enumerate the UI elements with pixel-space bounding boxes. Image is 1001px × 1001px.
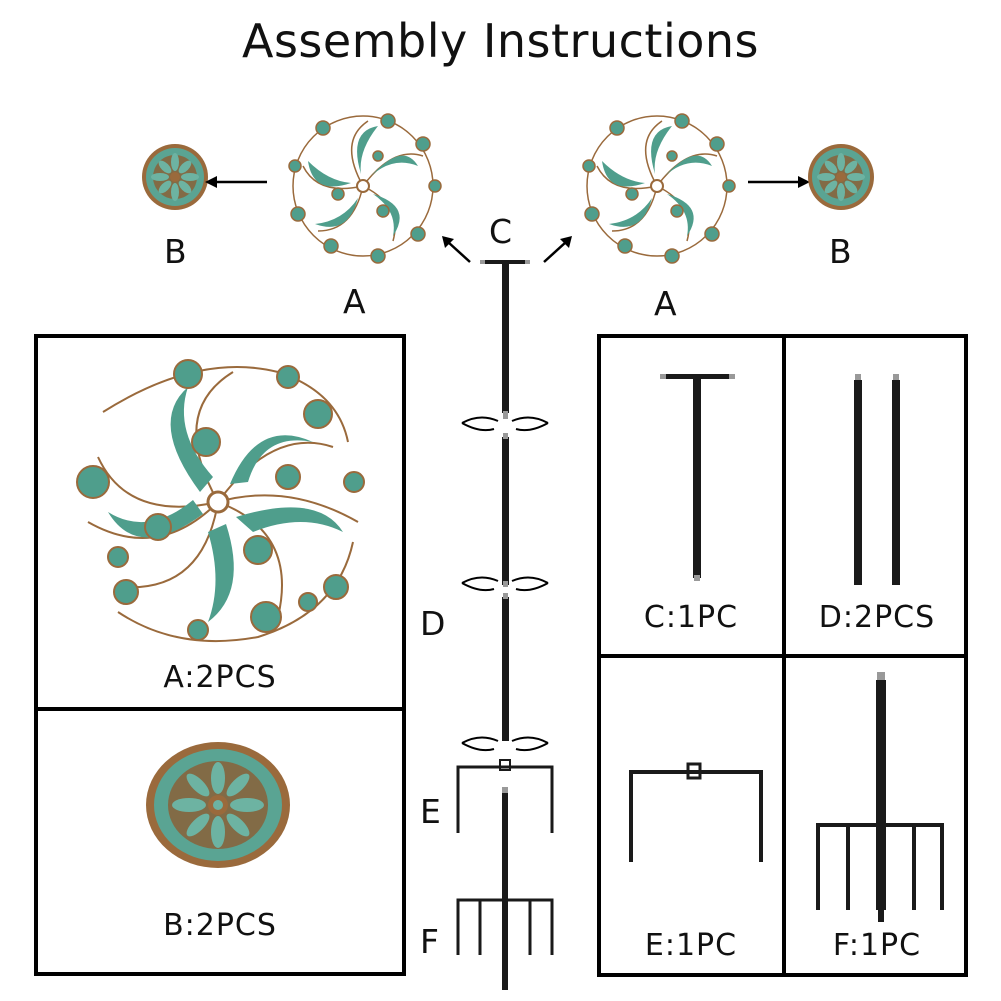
assembly-pole — [456, 260, 554, 990]
part-c-image — [660, 374, 735, 581]
pinwheel-icon — [582, 113, 736, 264]
part-c-caption: C:1PC — [643, 600, 739, 635]
page-title: Assembly Instructions — [242, 14, 759, 68]
label-b-left: B — [164, 232, 187, 271]
arrow-icon — [748, 176, 810, 188]
twist-icon — [461, 576, 549, 592]
label-c-center: C — [489, 212, 513, 251]
part-f-image — [816, 672, 944, 922]
label-a-right: A — [654, 284, 677, 323]
label-b-right: B — [829, 232, 852, 271]
medallion-icon — [146, 742, 290, 868]
part-d-image — [854, 374, 900, 585]
left-parts-panel — [34, 334, 406, 976]
arrow-icon — [543, 236, 572, 263]
part-e-image — [629, 762, 763, 862]
twist-icon — [461, 416, 549, 432]
part-a-caption: A:2PCS — [163, 660, 277, 695]
medallion-icon — [142, 144, 208, 210]
part-e-caption: E:1PC — [644, 928, 738, 963]
twist-icon — [461, 736, 549, 752]
label-a-left: A — [343, 282, 366, 321]
part-d-caption: D:2PCS — [818, 600, 936, 635]
arrow-icon — [205, 176, 267, 188]
pinwheel-icon — [288, 113, 442, 264]
label-e-side: E — [420, 792, 441, 831]
divider — [34, 707, 406, 711]
part-f-caption: F:1PC — [832, 928, 922, 963]
label-d-side: D — [420, 604, 446, 643]
medallion-icon — [808, 144, 874, 210]
label-f-side: F — [420, 922, 439, 961]
arrow-icon — [442, 236, 471, 263]
divider — [782, 334, 786, 977]
part-b-caption: B:2PCS — [163, 908, 277, 943]
pinwheel-icon — [76, 359, 365, 643]
